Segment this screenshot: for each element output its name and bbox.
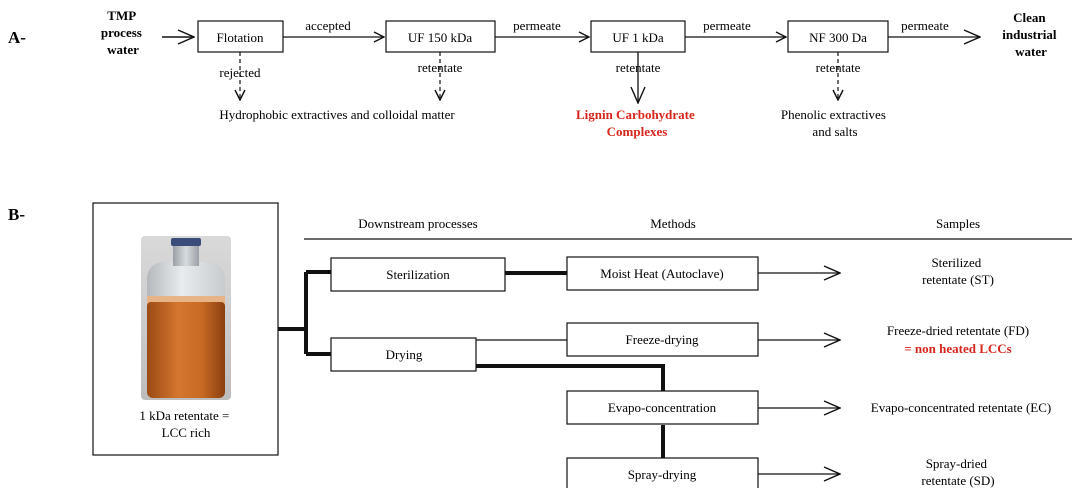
tree-connector <box>278 270 331 356</box>
edge-label-permeate-2: permeate <box>703 18 751 33</box>
sample-sd: Spray-dried retentate (SD) <box>921 456 994 488</box>
reject-label-nf300: retentate <box>816 60 861 75</box>
process-box-sterilization <box>330 257 506 292</box>
process-box-drying <box>330 337 477 372</box>
step-label-uf150: UF 150 kDa <box>408 30 473 45</box>
edge-label-permeate-1: permeate <box>513 18 561 33</box>
bottle-foam <box>147 296 225 306</box>
output-label: Clean industrial water <box>1002 10 1059 59</box>
method-label-evapo: Evapo-concentration <box>608 400 717 415</box>
link-drying-branches <box>476 364 665 391</box>
step-box-nf300 <box>787 20 889 53</box>
process-label-drying: Drying <box>386 347 423 362</box>
photo-caption: 1 kDa retentate = LCC rich <box>139 408 232 440</box>
step-label-nf300: NF 300 Da <box>809 30 867 45</box>
reject-label-uf150: retentate <box>418 60 463 75</box>
input-label: TMP process water <box>101 8 145 57</box>
process-label-sterilization: Sterilization <box>386 267 450 282</box>
step-label-flotation: Flotation <box>217 30 264 45</box>
method-label-spray: Spray-drying <box>628 467 697 482</box>
sample-fd: Freeze-dried retentate (FD) <box>887 323 1029 338</box>
header-downstream: Downstream processes <box>358 216 478 231</box>
bottle-neck <box>173 242 199 266</box>
product-lcc: Lignin Carbohydrate Complexes <box>576 107 698 139</box>
sample-ec: Evapo-concentrated retentate (EC) <box>871 400 1051 415</box>
header-methods: Methods <box>650 216 696 231</box>
method-label-autoclave: Moist Heat (Autoclave) <box>600 266 723 281</box>
retentate-bottle-photo <box>141 236 231 400</box>
product-hydrophobic: Hydrophobic extractives and colloidal ma… <box>219 107 455 122</box>
reject-label-flotation: rejected <box>219 65 261 80</box>
product-phenolic: Phenolic extractives and salts <box>781 107 889 139</box>
edge-label-permeate-3: permeate <box>901 18 949 33</box>
step-label-uf1: UF 1 kDa <box>612 30 664 45</box>
sample-fd-highlight: = non heated LCCs <box>904 341 1011 356</box>
panel-a-label: A- <box>8 28 26 47</box>
method-box-autoclave <box>566 256 759 291</box>
header-samples: Samples <box>936 216 980 231</box>
step-box-uf150 <box>385 20 496 53</box>
reject-label-uf1: retentate <box>616 60 661 75</box>
bottle-cap <box>171 238 201 246</box>
method-box-freeze <box>566 322 759 357</box>
edge-label-accepted: accepted <box>305 18 351 33</box>
bottle-liquid <box>147 302 225 398</box>
method-label-freeze: Freeze-drying <box>626 332 699 347</box>
sample-st: Sterilized retentate (ST) <box>922 255 994 287</box>
panel-b-label: B- <box>8 205 25 224</box>
